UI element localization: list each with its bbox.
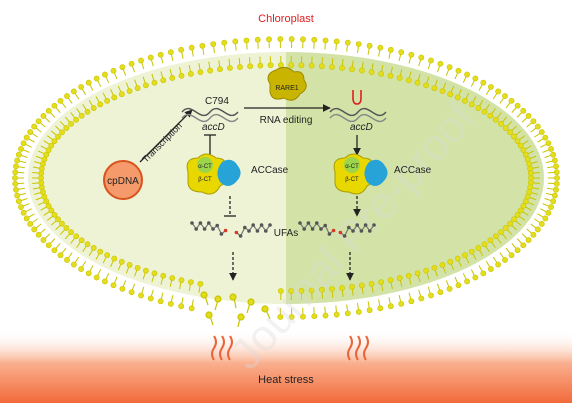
accase-complex-left: α-CT β-CT [186, 153, 241, 195]
heat-wave-icon [347, 335, 369, 361]
accd-label-left: accD [202, 122, 225, 133]
rna-editing-label: RNA editing [260, 115, 313, 126]
rare1-label: RARE1 [275, 85, 298, 92]
alpha-ct-label: α-CT [198, 164, 212, 170]
c794-label: C794 [205, 96, 229, 107]
rna-strand-right [329, 107, 387, 123]
chloroplast-title: Chloroplast [258, 13, 314, 25]
edited-base-mark [352, 90, 362, 105]
cpdna-node: cpDNA [103, 160, 143, 200]
heat-wave-icon [211, 335, 233, 361]
ufa-molecules-right [298, 221, 376, 238]
accase-label-right: ACCase [394, 165, 432, 176]
beta-ct-label: β-CT [198, 177, 212, 183]
ufa-molecules-left [190, 221, 272, 238]
transcription-arrow [139, 109, 193, 163]
released-lipids-left [200, 291, 271, 328]
accase-complex-right: α-CT β-CT [333, 153, 388, 195]
heat-stress-label: Heat stress [258, 374, 314, 386]
beta-ct-label: β-CT [345, 177, 359, 183]
alpha-ct-label: α-CT [345, 164, 359, 170]
lipid-bilayer-membrane [12, 36, 560, 320]
rna-strand-left [181, 107, 239, 123]
ufas-label: UFAs [274, 228, 298, 239]
heat-stress-band [0, 330, 572, 403]
accase-label-left: ACCase [251, 165, 289, 176]
rare1-enzyme: RARE1 [267, 66, 307, 101]
cpdna-label: cpDNA [107, 176, 139, 187]
accd-label-right: accD [350, 122, 373, 133]
stroma-left [28, 52, 286, 304]
